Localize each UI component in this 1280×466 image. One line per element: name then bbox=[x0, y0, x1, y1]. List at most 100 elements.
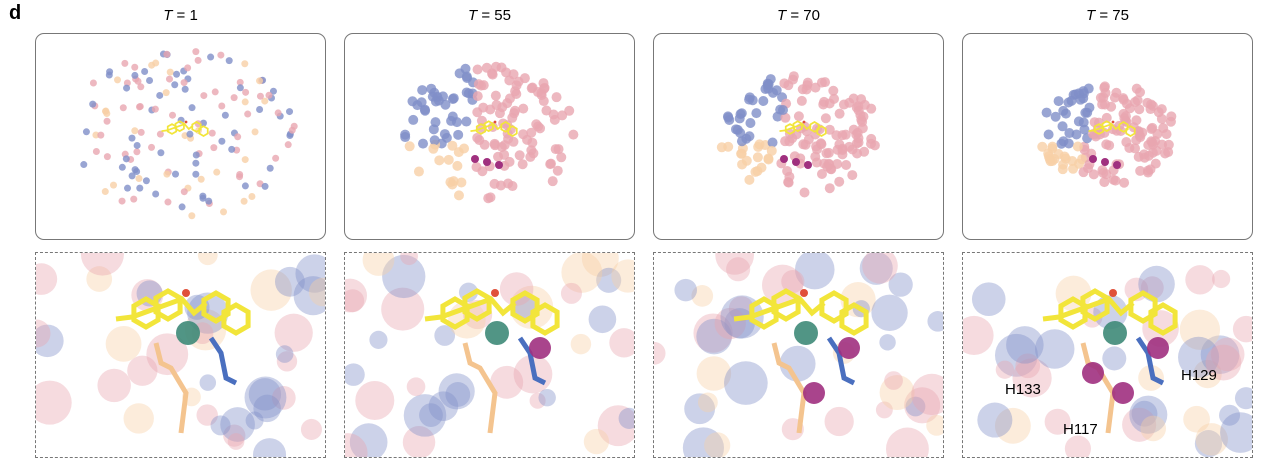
residue-sphere bbox=[693, 313, 733, 353]
residue-sphere bbox=[197, 253, 218, 266]
residue-sphere bbox=[429, 135, 440, 146]
metal-binding-residue bbox=[780, 155, 788, 163]
structure-overview-t1 bbox=[35, 33, 326, 240]
residue-sphere bbox=[428, 124, 439, 135]
residue-sphere bbox=[256, 105, 264, 113]
residue-sphere bbox=[213, 168, 221, 176]
residue-sphere bbox=[217, 51, 225, 59]
residue-sphere bbox=[831, 130, 842, 141]
histidine-sphere bbox=[838, 337, 860, 359]
residue-sphere bbox=[1121, 117, 1132, 128]
binding-site-closeup-t75: H133 H129 H117 bbox=[962, 252, 1253, 458]
residue-sphere bbox=[103, 153, 111, 161]
structure-overview-t70 bbox=[653, 33, 944, 240]
residue-sphere bbox=[547, 176, 558, 187]
residue-sphere bbox=[1064, 435, 1092, 457]
residue-sphere bbox=[236, 170, 244, 178]
residue-sphere bbox=[151, 105, 159, 113]
residue-sphere bbox=[888, 272, 913, 297]
residue-sphere bbox=[169, 111, 177, 119]
residue-sphere bbox=[509, 108, 520, 119]
residue-label-h117: H117 bbox=[1063, 421, 1098, 438]
residue-sphere bbox=[274, 109, 282, 117]
residue-sphere bbox=[89, 100, 97, 108]
residue-sphere bbox=[478, 80, 489, 91]
residue-sphere bbox=[1130, 143, 1141, 154]
residue-sphere bbox=[1083, 83, 1094, 94]
residue-sphere bbox=[156, 91, 164, 99]
residue-sphere bbox=[103, 117, 111, 125]
residue-sphere bbox=[131, 71, 139, 79]
residue-sphere bbox=[570, 333, 592, 355]
residue-sphere bbox=[133, 168, 141, 176]
residue-sphere bbox=[242, 88, 250, 96]
residue-sphere bbox=[1063, 97, 1074, 108]
residue-sphere bbox=[1135, 165, 1146, 176]
residue-sphere bbox=[192, 159, 200, 167]
residue-sphere bbox=[192, 170, 200, 178]
residue-sphere bbox=[838, 99, 849, 110]
residue-sphere bbox=[1043, 129, 1054, 140]
residue-sphere bbox=[716, 142, 727, 153]
residue-sphere bbox=[261, 97, 269, 105]
residue-sphere bbox=[588, 305, 617, 334]
residue-sphere bbox=[1102, 346, 1127, 371]
residue-sphere bbox=[200, 92, 208, 100]
residue-sphere bbox=[178, 203, 186, 211]
residue-sphere bbox=[1058, 159, 1069, 170]
residue-sphere bbox=[1158, 123, 1169, 134]
residue-sphere bbox=[529, 392, 546, 409]
residue-sphere bbox=[92, 131, 100, 139]
residue-sphere bbox=[113, 76, 121, 84]
residue-sphere bbox=[824, 124, 835, 135]
residue-sphere bbox=[447, 94, 458, 105]
residue-sphere bbox=[417, 85, 428, 96]
residue-sphere bbox=[1015, 353, 1041, 379]
residue-sphere bbox=[472, 91, 483, 102]
residue-sphere bbox=[210, 144, 218, 152]
residue-sphere bbox=[271, 386, 296, 410]
residue-sphere bbox=[783, 177, 794, 188]
residue-sphere bbox=[142, 177, 150, 185]
residue-sphere bbox=[510, 86, 521, 97]
residue-sphere bbox=[1147, 122, 1158, 133]
residue-sphere bbox=[459, 143, 470, 154]
residue-sphere bbox=[752, 152, 763, 163]
residue-sphere bbox=[164, 198, 172, 206]
residue-sphere bbox=[869, 140, 880, 151]
residue-sphere bbox=[36, 319, 51, 348]
metal-binding-residue bbox=[1089, 155, 1097, 163]
residue-sphere bbox=[128, 172, 136, 180]
residue-sphere bbox=[825, 163, 836, 174]
residue-sphere bbox=[1160, 148, 1171, 159]
residue-sphere bbox=[227, 433, 245, 450]
residue-sphere bbox=[133, 141, 141, 149]
residue-sphere bbox=[266, 164, 274, 172]
residue-sphere bbox=[1037, 141, 1048, 152]
residue-sphere bbox=[583, 428, 610, 455]
residue-sphere bbox=[858, 111, 869, 122]
residue-sphere bbox=[859, 253, 893, 285]
residue-sphere bbox=[173, 70, 181, 78]
residue-sphere bbox=[403, 394, 447, 437]
residue-sphere bbox=[472, 107, 483, 118]
residue-sphere bbox=[400, 253, 418, 266]
residue-sphere bbox=[286, 132, 294, 140]
residue-sphere bbox=[911, 373, 943, 416]
residue-sphere bbox=[349, 423, 388, 457]
residue-sphere bbox=[211, 88, 219, 96]
residue-sphere bbox=[828, 85, 839, 96]
residue-sphere bbox=[194, 56, 202, 64]
residue-sphere bbox=[1109, 92, 1120, 103]
residue-sphere bbox=[489, 178, 500, 189]
histidine-side-chain bbox=[771, 342, 807, 434]
residue-sphere bbox=[557, 110, 568, 121]
residue-sphere bbox=[697, 392, 718, 413]
residue-sphere bbox=[824, 406, 854, 437]
residue-sphere bbox=[493, 151, 504, 162]
binding-site-closeup-t70 bbox=[653, 252, 944, 458]
residue-sphere bbox=[611, 259, 634, 293]
residue-sphere bbox=[251, 128, 259, 136]
residue-sphere bbox=[1108, 174, 1119, 185]
residue-sphere bbox=[787, 74, 798, 85]
